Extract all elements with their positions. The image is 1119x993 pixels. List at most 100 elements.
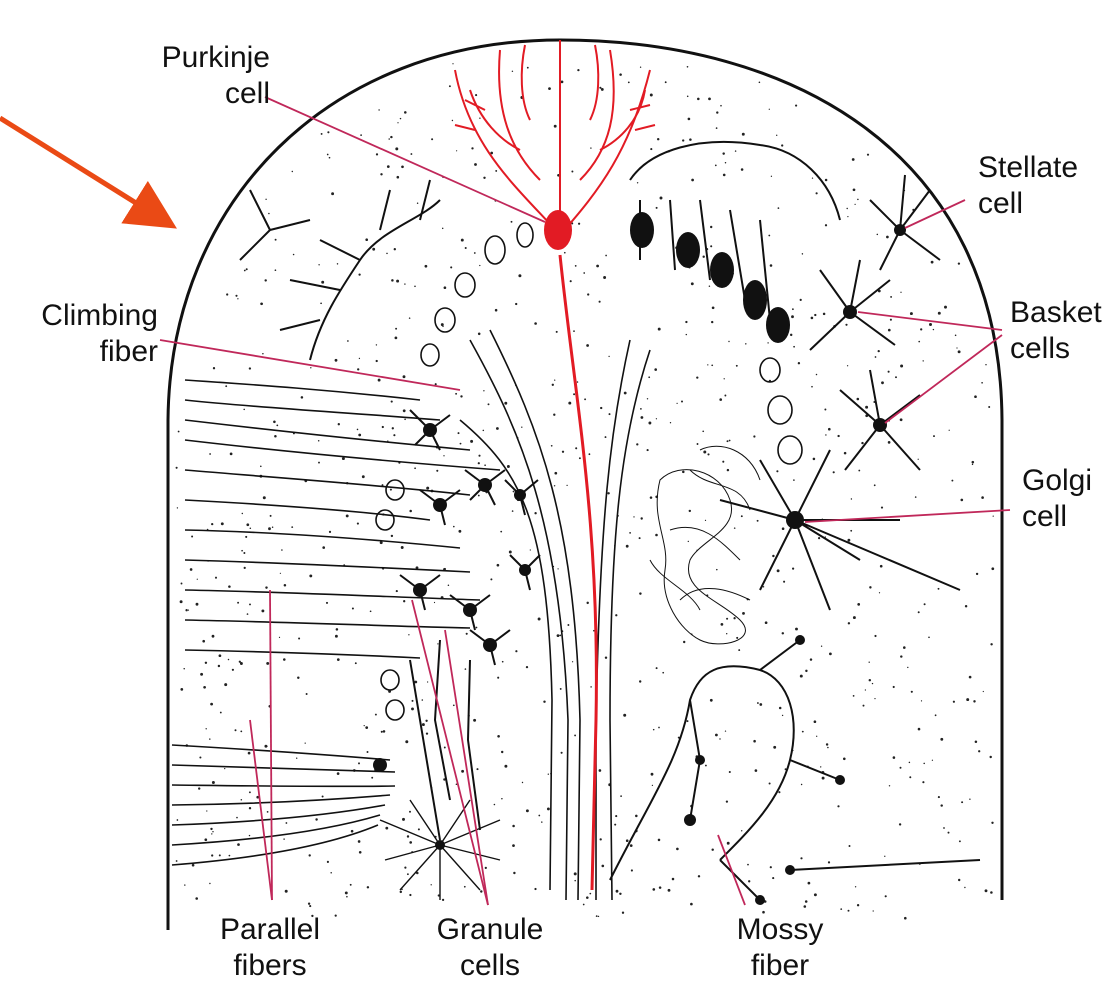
stipple-dot: [575, 265, 577, 267]
stipple-dot: [237, 602, 239, 604]
stipple-dot: [378, 109, 379, 110]
stipple-dot: [209, 453, 211, 455]
stipple-dot: [396, 280, 399, 283]
stipple-dot: [224, 768, 225, 769]
stipple-dot: [935, 714, 937, 716]
stipple-dot: [940, 738, 943, 741]
stipple-dot: [711, 364, 713, 366]
stipple-dot: [414, 467, 416, 469]
stipple-dot: [682, 139, 684, 141]
stipple-dot: [848, 910, 850, 912]
stipple-dot: [757, 520, 759, 522]
stipple-dot: [814, 314, 816, 316]
stipple-dot: [840, 908, 842, 910]
stipple-dot: [427, 681, 428, 682]
stipple-dot: [924, 603, 926, 605]
stipple-dot: [874, 635, 876, 637]
stipple-dot: [857, 904, 859, 906]
stipple-dot: [284, 584, 287, 587]
stipple-dot: [557, 634, 560, 637]
stipple-dot: [224, 683, 227, 686]
stipple-dot: [956, 347, 957, 348]
label-granule-line2: cells: [415, 948, 565, 984]
stipple-dot: [198, 787, 200, 789]
stipple-dot: [260, 466, 262, 468]
stipple-dot: [847, 365, 848, 366]
stipple-dot: [485, 867, 487, 869]
stipple-dot: [922, 360, 923, 361]
stipple-dot: [689, 138, 692, 141]
stipple-dot: [241, 550, 243, 552]
stipple-dot: [881, 381, 884, 384]
label-purkinje-line2: cell: [120, 76, 270, 112]
stipple-dot: [390, 489, 392, 491]
stipple-dot: [720, 105, 722, 107]
stipple-dot: [383, 730, 386, 733]
stipple-dot: [211, 833, 212, 834]
stipple-dot: [272, 526, 273, 527]
stipple-dot: [847, 539, 850, 542]
stipple-dot: [512, 825, 515, 828]
stipple-dot: [213, 367, 215, 369]
stipple-dot: [759, 703, 762, 706]
stipple-dot: [816, 192, 818, 194]
stipple-dot: [322, 546, 325, 549]
stipple-dot: [513, 491, 515, 493]
stipple-dot: [802, 253, 803, 254]
stipple-dot: [719, 738, 720, 739]
stipple-dot: [262, 353, 263, 354]
stipple-dot: [242, 513, 243, 514]
stipple-dot: [598, 916, 599, 917]
label-golgi-line2: cell: [1022, 499, 1117, 535]
stipple-dot: [829, 653, 832, 656]
stipple-dot: [388, 138, 390, 140]
stipple-dot: [670, 422, 671, 423]
stipple-dot: [772, 877, 774, 879]
stipple-dot: [409, 317, 411, 319]
stipple-dot: [326, 602, 328, 604]
stipple-dot: [471, 147, 473, 149]
stipple-dot: [418, 828, 420, 830]
stipple-dot: [988, 406, 990, 408]
mossy-fiber: [610, 640, 980, 900]
stipple-dot: [948, 832, 950, 834]
stipple-dot: [414, 286, 416, 288]
leader-basket-1: [858, 312, 1002, 330]
stipple-dot: [338, 423, 340, 425]
stipple-dot: [619, 73, 622, 76]
stipple-dot: [522, 782, 523, 783]
stipple-dot: [264, 279, 266, 281]
stipple-dot: [444, 747, 446, 749]
stipple-dot: [298, 637, 300, 639]
stipple-dot: [710, 245, 712, 247]
stipple-dot: [567, 624, 569, 626]
stipple-dot: [909, 762, 911, 764]
stipple-dot: [476, 768, 478, 770]
stipple-dot: [722, 152, 724, 154]
stipple-dot: [357, 429, 359, 431]
stipple-dot: [248, 752, 251, 755]
stipple-dot: [778, 207, 780, 209]
stipple-dot: [321, 133, 323, 135]
stipple-dot: [296, 758, 297, 759]
stipple-dot: [461, 770, 464, 773]
stipple-dot: [782, 632, 784, 634]
stipple-dot: [783, 581, 785, 583]
stipple-dot: [857, 603, 860, 606]
stipple-dot: [551, 445, 553, 447]
stipple-dot: [966, 698, 969, 701]
stipple-dot: [683, 641, 685, 643]
stipple-dot: [727, 440, 729, 442]
stipple-dot: [264, 745, 267, 748]
stipple-dot: [911, 691, 913, 693]
stipple-dot: [244, 270, 246, 272]
stipple-dot: [235, 295, 237, 297]
stipple-dot: [767, 342, 768, 343]
stipple-dot: [707, 364, 708, 365]
stipple-dot: [455, 393, 457, 395]
stipple-dot: [318, 264, 319, 265]
stipple-dot: [816, 374, 818, 376]
stipple-dot: [422, 699, 424, 701]
stipple-dot: [181, 583, 183, 585]
stipple-dot: [631, 869, 633, 871]
